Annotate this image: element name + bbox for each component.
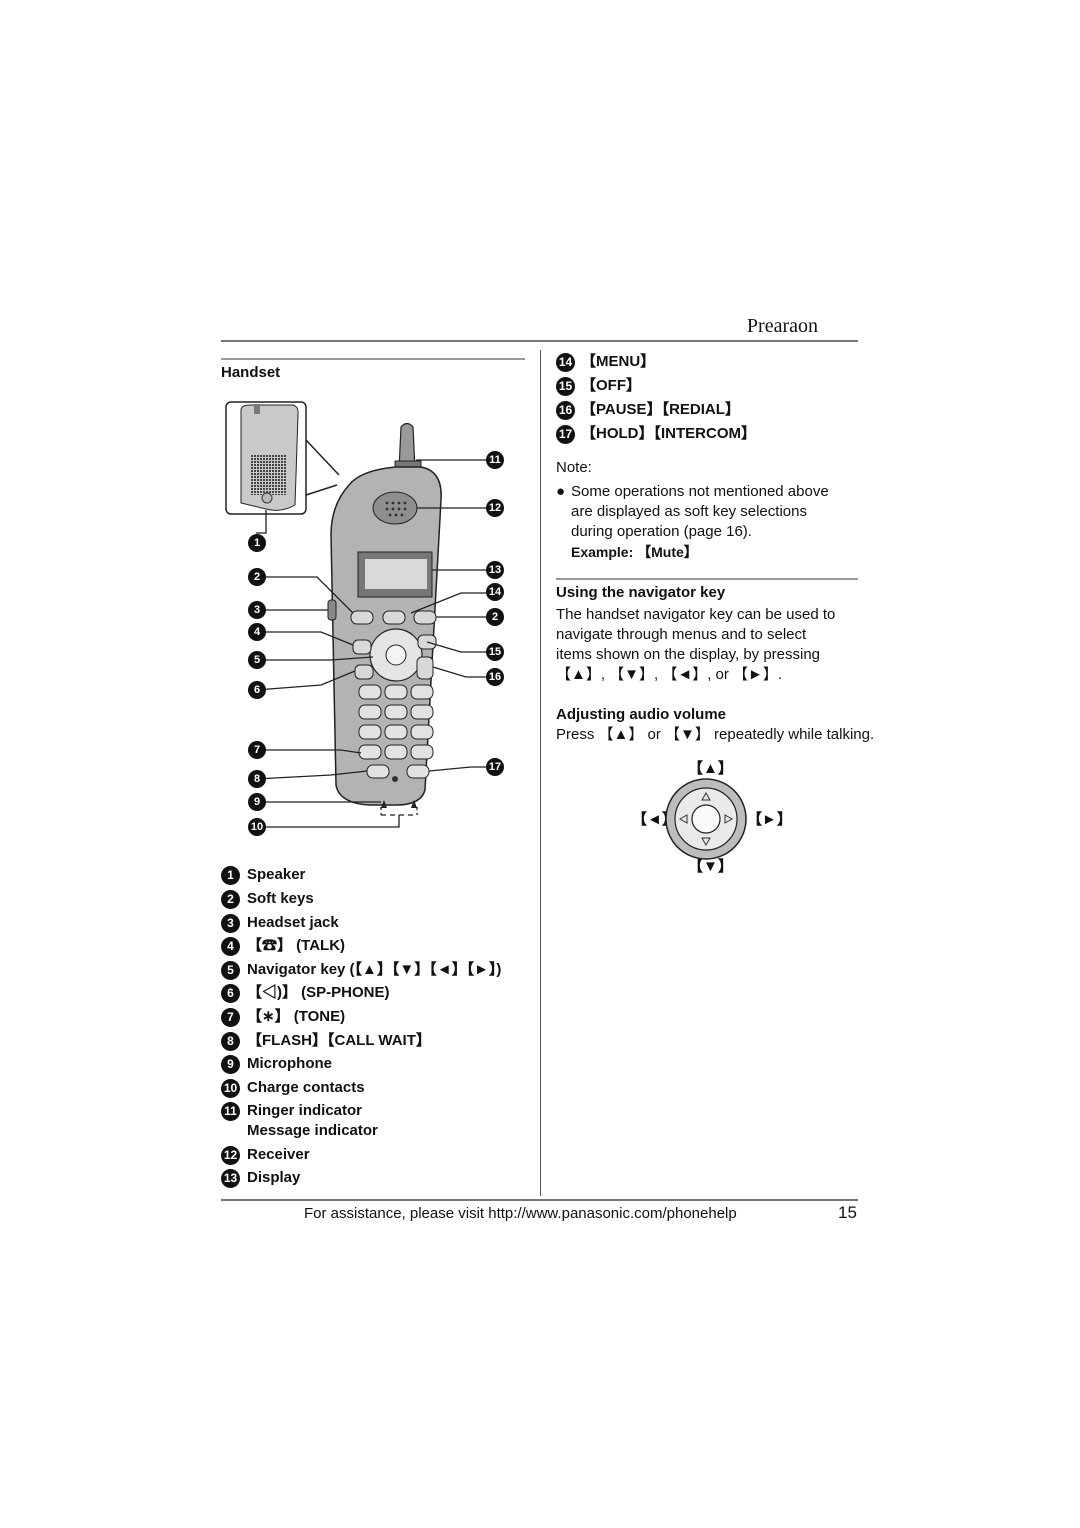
callout-12: 12 <box>486 499 504 517</box>
audio-volume-text: Press 【▲】 or 【▼】 repeatedly while talkin… <box>556 726 875 743</box>
audio-volume-title: Adjusting audio volume <box>556 706 727 723</box>
keypad <box>358 684 434 779</box>
navigator-key-diagram <box>665 778 747 860</box>
callout-11: 11 <box>486 451 504 469</box>
left-column-rule <box>221 358 525 360</box>
note-bullet: ● <box>556 483 566 500</box>
column-divider <box>540 350 542 1196</box>
legend-item-flash: 8【FLASH】【CALL WAIT】 <box>221 1030 431 1052</box>
callout-10: 10 <box>248 818 266 836</box>
page-number: 15 <box>838 1203 857 1222</box>
callout-2-right: 2 <box>486 608 504 626</box>
page-header-title: Prearaon <box>746 315 818 337</box>
navigator-text-3: items shown on the display, by pressing <box>556 646 821 663</box>
note-line-1: Some operations not mentioned above <box>571 483 829 500</box>
nav-up-label: 【▲】 <box>688 760 733 777</box>
header-rule <box>221 340 858 342</box>
legend-item-menu: 14【MENU】 <box>556 351 655 373</box>
handset-section-title: Handset <box>221 364 281 381</box>
callout-9: 9 <box>248 793 266 811</box>
nav-right-label: 【►】 <box>747 811 792 828</box>
legend-item-sp-phone: 6【◁)】 (SP-PHONE) <box>221 982 390 1004</box>
footer-assistance-text: For assistance, please visit http://www.… <box>304 1205 737 1222</box>
note-line-2: are displayed as soft key selections <box>571 503 807 520</box>
footer-rule <box>221 1199 858 1201</box>
callout-6: 6 <box>248 681 266 699</box>
navigator-section-rule <box>556 578 858 580</box>
navigator-text-2: navigate through menus and to select <box>556 626 807 643</box>
legend-item-talk: 4【☎】 (TALK) <box>221 935 345 957</box>
legend-item-message-indicator: Message indicator <box>247 1122 378 1139</box>
callout-16: 16 <box>486 668 504 686</box>
legend-item-off: 15【OFF】 <box>556 375 641 397</box>
note-line-3: during operation (page 16). <box>571 523 752 540</box>
legend-item-hold-intercom: 17【HOLD】【INTERCOM】 <box>556 423 756 445</box>
callout-13: 13 <box>486 561 504 579</box>
legend-item-tone: 7【∗】 (TONE) <box>221 1006 345 1028</box>
legend-item-pause-redial: 16【PAUSE】【REDIAL】 <box>556 399 740 421</box>
callout-14: 14 <box>486 583 504 601</box>
note-example: Example: 【Mute】 <box>571 544 698 560</box>
navigator-section-title: Using the navigator key <box>556 584 726 601</box>
callout-2-left: 2 <box>248 568 266 586</box>
navigator-text-1: The handset navigator key can be used to <box>556 606 836 623</box>
note-title: Note: <box>556 459 592 476</box>
speaker-grille <box>251 455 287 495</box>
receiver <box>372 491 418 525</box>
callout-7: 7 <box>248 741 266 759</box>
callout-5: 5 <box>248 651 266 669</box>
callout-1: 1 <box>248 534 266 552</box>
navigator-text-4: 【▲】, 【▼】, 【◄】, or 【►】. <box>556 666 783 683</box>
callout-3: 3 <box>248 601 266 619</box>
nav-down-label: 【▼】 <box>688 858 733 875</box>
callout-17: 17 <box>486 758 504 776</box>
callout-15: 15 <box>486 643 504 661</box>
callout-4: 4 <box>248 623 266 641</box>
handset-illustration <box>225 401 486 828</box>
callout-8: 8 <box>248 770 266 788</box>
